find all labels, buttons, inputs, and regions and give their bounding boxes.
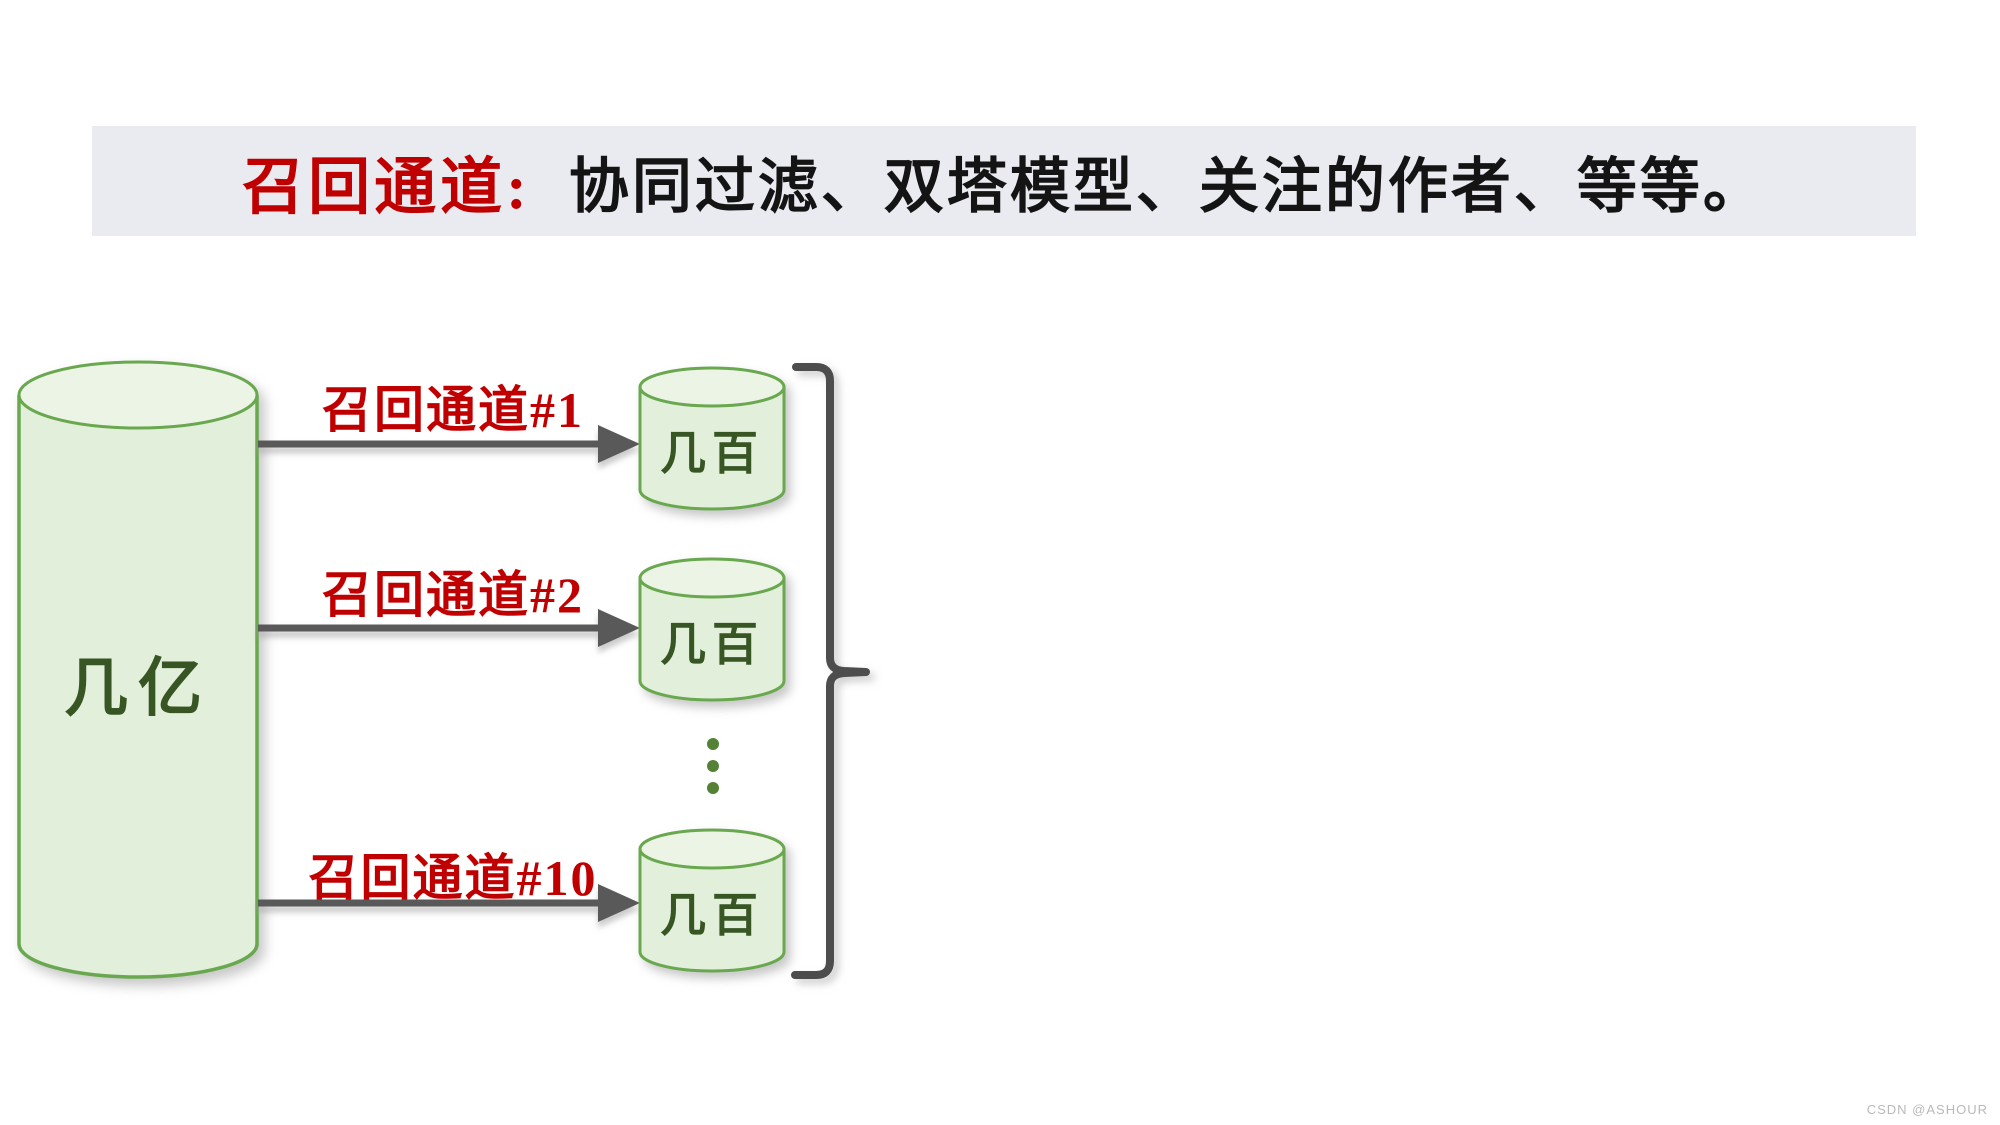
channel-2-label: 召回通道#2 [322,567,584,623]
cylinder-body [638,578,786,702]
source-database-cylinder: 几亿 [17,360,259,979]
watermark: CSDN @ASHOUR [1866,1102,1988,1117]
grouping-brace [791,363,870,979]
arrow-head [598,884,640,922]
cylinder-body [638,849,786,973]
cylinder-top [17,360,259,430]
channel-10-label: 召回通道#10 [308,850,598,906]
cylinder-top [638,828,786,870]
result-size-label: 几百 [660,890,764,941]
channel-1-arrow [258,425,640,463]
channel-1-label: 召回通道#1 [322,382,584,438]
banner-body-text: 协同过滤、双塔模型、关注的作者、等等。 [568,153,1766,220]
title-banner: 召回通道: 协同过滤、双塔模型、关注的作者、等等。 [92,126,1916,236]
result-size-label: 几百 [660,428,764,479]
arrow-head [598,425,640,463]
channel-2-arrow [258,609,640,647]
ellipsis-dot [707,738,719,750]
brace-path [791,363,870,979]
cylinder-top [638,366,786,408]
result-cylinder-2: 几百 [638,557,786,702]
cylinder-body [17,395,259,979]
channel-10-arrow [258,884,640,922]
banner-highlight-text: 召回通道: [242,154,531,222]
ellipsis-dot [707,782,719,794]
source-size-label: 几亿 [64,653,212,724]
ellipsis-dot [707,760,719,772]
result-cylinder-1: 几百 [638,366,786,511]
cylinder-body [638,387,786,511]
result-size-label: 几百 [660,619,764,670]
arrow-head [598,609,640,647]
cylinder-top [638,557,786,599]
result-cylinder-10: 几百 [638,828,786,973]
